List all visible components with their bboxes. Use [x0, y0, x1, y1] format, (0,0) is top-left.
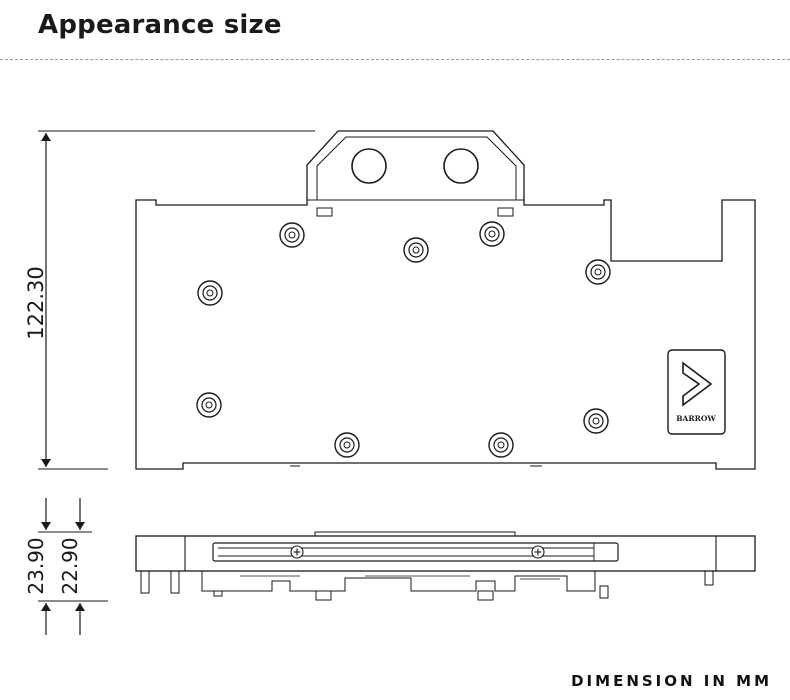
- standoff: [170, 570, 180, 594]
- clip-tab-right: [497, 207, 514, 217]
- logo-arrow-icon: [682, 361, 713, 407]
- screw: [583, 408, 609, 434]
- dimension-label-height: 122.30: [24, 266, 48, 339]
- screw-side: [290, 545, 304, 559]
- screw: [196, 392, 222, 418]
- header-divider: [0, 59, 790, 60]
- standoff: [477, 590, 494, 601]
- side-components: [201, 571, 596, 592]
- dimension-label-thickness-outer: 23.90: [24, 537, 48, 594]
- dimension-122-30: 122.30: [24, 133, 51, 467]
- side-body: [135, 535, 756, 572]
- screw: [403, 237, 429, 263]
- screw-side: [531, 545, 545, 559]
- mounting-screws: [196, 221, 611, 458]
- unit-note: DIMENSION IN MM: [571, 672, 772, 690]
- port-inlet: [351, 148, 387, 184]
- clip-tab-left: [316, 207, 333, 217]
- standoff: [213, 590, 223, 597]
- logo-wordmark: BARROW: [676, 414, 716, 423]
- side-screws: [290, 545, 545, 559]
- screw: [197, 280, 223, 306]
- port-outlet: [443, 148, 479, 184]
- screw: [479, 221, 505, 247]
- standoff: [140, 570, 150, 594]
- side-dimensions: [38, 498, 108, 635]
- standoff: [315, 590, 332, 601]
- top-view: [38, 130, 756, 470]
- page-title: Appearance size: [38, 10, 282, 40]
- screw: [279, 222, 305, 248]
- screw: [585, 259, 611, 285]
- port-block-inner: [316, 136, 517, 200]
- screw: [334, 432, 360, 458]
- dimension-label-thickness-inner: 22.90: [58, 537, 82, 594]
- side-top-lip: [314, 531, 516, 536]
- brand-logo: BARROW: [667, 349, 726, 435]
- plate-outline: [135, 130, 756, 470]
- screw: [488, 432, 514, 458]
- standoff: [704, 570, 714, 586]
- side-view: [135, 531, 756, 601]
- standoff: [599, 585, 609, 599]
- side-cover-strip: [212, 542, 619, 562]
